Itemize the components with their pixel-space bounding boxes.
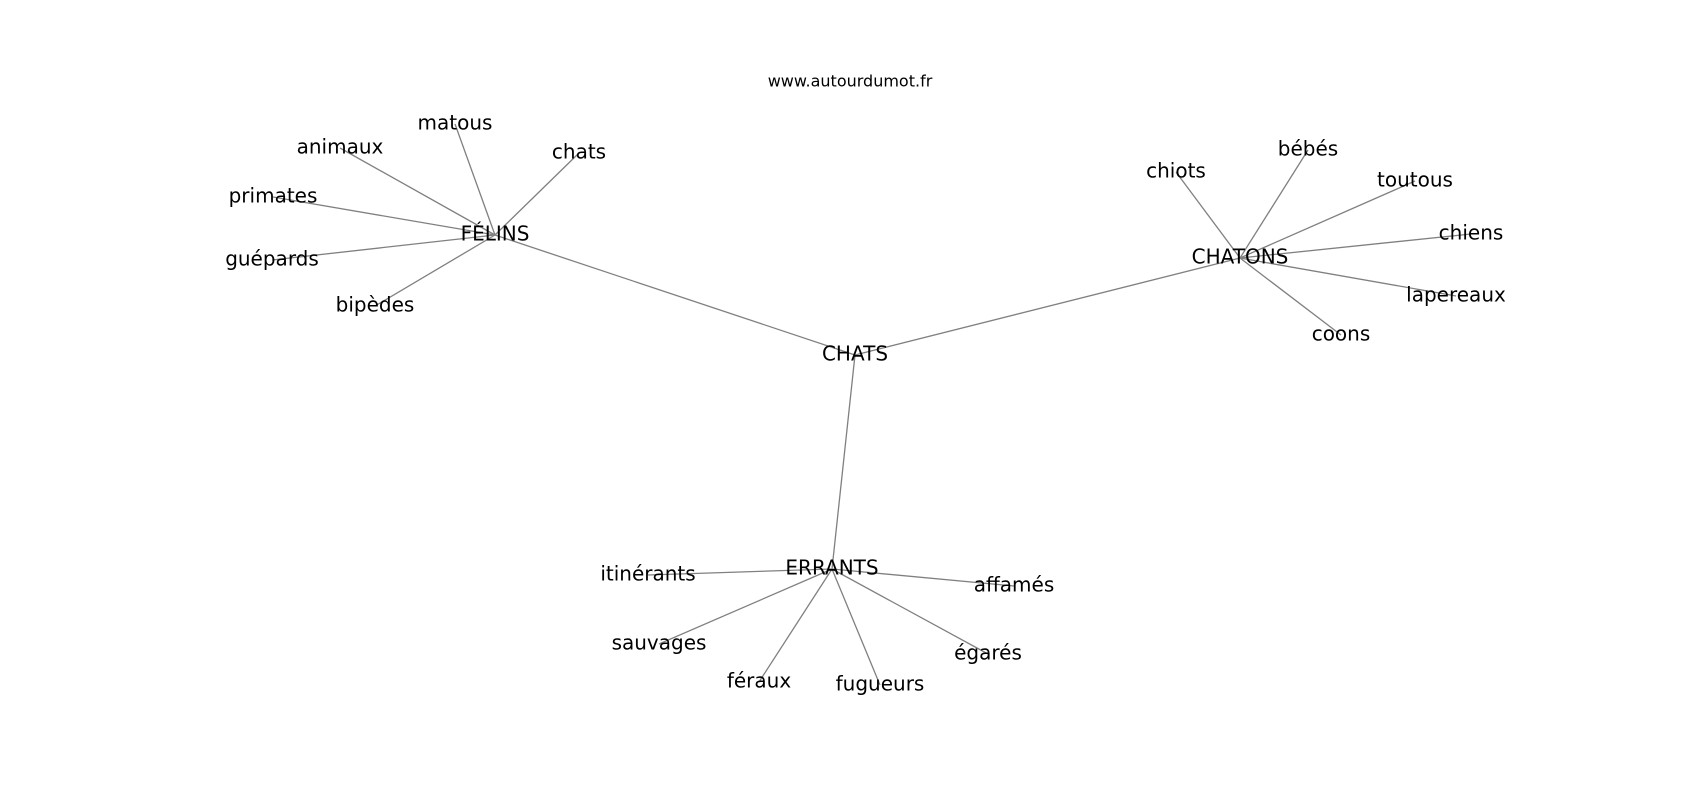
edge-errants-feraux — [758, 568, 833, 683]
edge-felins-animaux — [339, 147, 496, 236]
edge-chats-felins — [494, 234, 856, 356]
edge-felins-guepards — [271, 234, 496, 261]
edge-chats-errants — [831, 354, 856, 570]
node-leaf-lapereaux: lapereaux — [1406, 283, 1506, 307]
node-leaf-primates: primates — [229, 184, 318, 208]
node-leaf-coons: coons — [1312, 322, 1371, 346]
node-leaf-animaux: animaux — [297, 135, 384, 159]
edge-chatons-toutous — [1239, 180, 1416, 259]
edge-errants-itinerants — [647, 568, 833, 576]
edge-chats-chatons — [854, 257, 1241, 356]
edge-felins-matous — [454, 123, 496, 236]
node-hub-chatons: CHATONS — [1192, 245, 1289, 269]
edge-chatons-bebes — [1239, 149, 1309, 259]
node-leaf-sauvages: sauvages — [612, 631, 707, 655]
edge-errants-affames — [831, 568, 1015, 587]
node-leaf-bipedes: bipèdes — [336, 293, 415, 317]
node-leaf-itinerants: itinérants — [600, 562, 695, 586]
edge-group — [271, 123, 1472, 686]
node-leaf-fugueurs: fugueurs — [836, 672, 925, 696]
node-hub-errants: ERRANTS — [785, 556, 878, 580]
node-leaf-bebes: bébés — [1278, 137, 1338, 161]
edge-chatons-coons — [1239, 257, 1342, 336]
edge-chatons-chiots — [1175, 171, 1241, 259]
node-leaf-chats: chats — [552, 140, 606, 164]
node-leaf-matous: matous — [418, 111, 493, 135]
node-hub-felins: FÉLINS — [461, 222, 530, 246]
node-leaf-affames: affamés — [974, 573, 1055, 597]
edge-felins-chats — [494, 152, 580, 236]
edge-errants-egares — [831, 568, 989, 655]
node-leaf-feraux: féraux — [727, 669, 792, 693]
site-url-label: www.autourdumot.fr — [768, 72, 933, 91]
node-leaf-guepards: guépards — [225, 247, 319, 271]
node-leaf-chiens: chiens — [1439, 221, 1504, 245]
edge-felins-primates — [272, 196, 496, 236]
edge-errants-sauvages — [658, 568, 833, 645]
edge-felins-bipedes — [374, 234, 496, 307]
edge-chatons-lapereaux — [1239, 257, 1457, 297]
node-leaf-chiots: chiots — [1146, 159, 1206, 183]
node-leaf-egares: égarés — [954, 641, 1022, 665]
edge-chatons-chiens — [1239, 233, 1472, 259]
edge-errants-fugueurs — [831, 568, 881, 686]
node-center-chats: CHATS — [822, 342, 888, 366]
node-leaf-toutous: toutous — [1377, 168, 1453, 192]
